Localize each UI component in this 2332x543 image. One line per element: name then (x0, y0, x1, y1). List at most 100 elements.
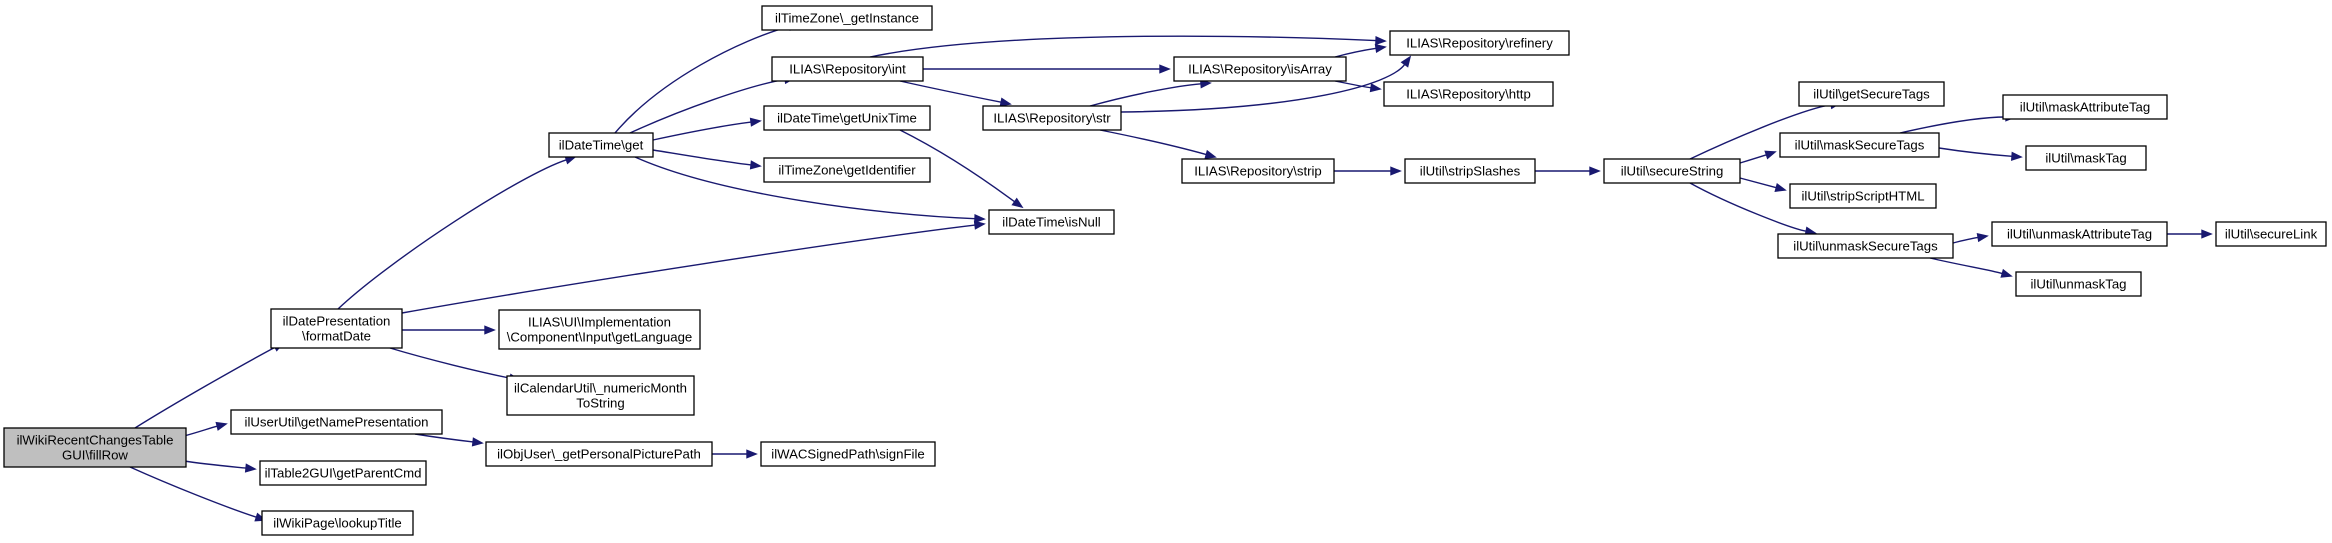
node-lookupTitle[interactable]: ilWikiPage\lookupTitle (261, 510, 414, 536)
edge-line (1089, 83, 1202, 107)
edge-line (1689, 103, 1832, 160)
node-getParentCmd[interactable]: ilTable2GUI\getParentCmd (259, 460, 427, 486)
edge-repoStrip-to-stripSlashes (1333, 166, 1402, 176)
node-box (1991, 221, 2168, 247)
node-getNamePresentation[interactable]: ilUserUtil\getNamePresentation (230, 409, 443, 435)
edge-line (899, 80, 1002, 103)
node-label: GUI\fillRow (62, 448, 128, 463)
node-repoHttp[interactable]: ILIAS\Repository\http (1383, 81, 1554, 107)
node-label: ilUtil\stripSlashes (1420, 164, 1521, 179)
node-box (270, 308, 403, 349)
node-repoIsArray[interactable]: ILIAS\Repository\isArray (1173, 56, 1347, 82)
edge-line (634, 156, 976, 220)
edge-line (1952, 236, 1979, 244)
node-getUnixTime[interactable]: ilDateTime\getUnixTime (763, 105, 931, 131)
node-getPersonalPicturePath[interactable]: ilObjUser\_getPersonalPicturePath (485, 441, 713, 467)
edge-getUnixTime-to-isNull (899, 129, 1024, 209)
edge-line (1929, 257, 2003, 275)
node-box (1181, 158, 1335, 184)
node-label: ILIAS\Repository\refinery (1406, 36, 1553, 51)
node-box (2025, 145, 2147, 171)
node-label: ilDatePresentation (283, 314, 391, 329)
arrowhead (749, 160, 762, 170)
node-box (1798, 81, 1945, 107)
node-box (1404, 158, 1536, 184)
arrowhead (1390, 166, 1402, 176)
node-tzGetIdentifier[interactable]: ilTimeZone\getIdentifier (763, 157, 931, 183)
edge-maskSecureTags-to-maskAttributeTag (1899, 112, 2017, 134)
arrowhead (2201, 229, 2213, 239)
node-isNull[interactable]: ilDateTime\isNull (988, 209, 1115, 235)
edge-line (183, 425, 218, 437)
node-box (261, 510, 414, 536)
node-box (3, 427, 187, 468)
node-tzGetInstance[interactable]: ilTimeZone\_getInstance (761, 5, 933, 31)
node-label: ilUtil\unmaskTag (2030, 277, 2126, 292)
node-label: ilWikiPage\lookupTitle (273, 516, 402, 531)
node-getSecureTags[interactable]: ilUtil\getSecureTags (1798, 81, 1945, 107)
edge-repoInt-to-repoRefinery (869, 35, 1387, 58)
node-repoInt[interactable]: ILIAS\Repository\int (771, 56, 924, 82)
arrowhead (1159, 64, 1171, 74)
node-box (548, 132, 654, 158)
edge-line (1334, 80, 1372, 89)
node-maskAttributeTag[interactable]: ilUtil\maskAttributeTag (2002, 94, 2168, 120)
node-repoStr[interactable]: ILIAS\Repository\str (982, 105, 1122, 131)
node-secureString[interactable]: ilUtil\secureString (1603, 158, 1741, 184)
node-unmaskAttributeTag[interactable]: ilUtil\unmaskAttributeTag (1991, 221, 2168, 247)
arrowhead (1011, 197, 1024, 209)
arrowhead (1204, 149, 1217, 159)
edge-formatDate-to-dtget (337, 155, 577, 310)
node-label: ilUtil\stripScriptHTML (1801, 189, 1924, 204)
edge-stripSlashes-to-secureString (1534, 166, 1601, 176)
edge-line (1099, 129, 1207, 156)
node-label: ilWACSignedPath\signFile (771, 447, 924, 462)
edge-dtget-to-tzGetIdentifier (652, 149, 762, 170)
node-box (506, 375, 695, 416)
node-unmaskSecureTags[interactable]: ilUtil\unmaskSecureTags (1777, 233, 1954, 259)
node-label: ilCalendarUtil\_numericMonth (514, 381, 687, 396)
node-repoStrip[interactable]: ILIAS\Repository\strip (1181, 158, 1335, 184)
node-box (1779, 132, 1940, 158)
edge-unmaskAttributeTag-to-secureLink (2167, 229, 2213, 239)
node-maskTag[interactable]: ilUtil\maskTag (2025, 145, 2147, 171)
node-secureLink[interactable]: ilUtil\secureLink (2215, 221, 2327, 247)
edge-line (389, 347, 511, 379)
node-stripSlashes[interactable]: ilUtil\stripSlashes (1404, 158, 1536, 184)
edge-line (401, 224, 976, 314)
edge-line (129, 466, 257, 518)
node-label: ilObjUser\_getPersonalPicturePath (497, 447, 701, 462)
edge-line (337, 159, 567, 310)
arrowhead (1375, 35, 1387, 46)
node-formatDate[interactable]: ilDatePresentation\formatDate (270, 308, 403, 349)
node-label: \Component\Input\getLanguage (507, 330, 693, 345)
node-getLanguage[interactable]: ILIAS\UI\Implementation\Component\Input\… (498, 309, 701, 350)
node-maskSecureTags[interactable]: ilUtil\maskSecureTags (1779, 132, 1940, 158)
node-label: ILIAS\UI\Implementation (528, 315, 671, 330)
edge-repoIsArray-to-repoRefinery (1334, 43, 1387, 58)
node-unmaskTag[interactable]: ilUtil\unmaskTag (2015, 271, 2142, 297)
edge-secureString-to-stripScriptHTML (1739, 177, 1787, 192)
node-box (988, 209, 1115, 235)
edge-unmaskSecureTags-to-unmaskAttributeTag (1952, 233, 1989, 244)
node-box (982, 105, 1122, 131)
node-box (1389, 30, 1570, 56)
node-box (2002, 94, 2168, 120)
edge-line (1689, 182, 1807, 232)
node-label: ilDateTime\getUnixTime (777, 111, 917, 126)
arrowhead (484, 325, 496, 335)
arrowhead (1374, 43, 1387, 54)
node-dtget[interactable]: ilDateTime\get (548, 132, 654, 158)
edge-repoIsArray-to-repoHttp (1334, 80, 1382, 93)
node-box (761, 5, 933, 31)
edge-repoStr-to-repoIsArray (1089, 79, 1212, 107)
node-stripScriptHTML[interactable]: ilUtil\stripScriptHTML (1789, 183, 1937, 209)
node-signFile[interactable]: ilWACSignedPath\signFile (760, 441, 936, 467)
node-repoRefinery[interactable]: ILIAS\Repository\refinery (1389, 30, 1570, 56)
edge-line (899, 129, 1016, 203)
node-box (763, 105, 931, 131)
edge-unmaskSecureTags-to-unmaskTag (1929, 257, 2013, 278)
node-label: ilUtil\unmaskSecureTags (1793, 239, 1938, 254)
